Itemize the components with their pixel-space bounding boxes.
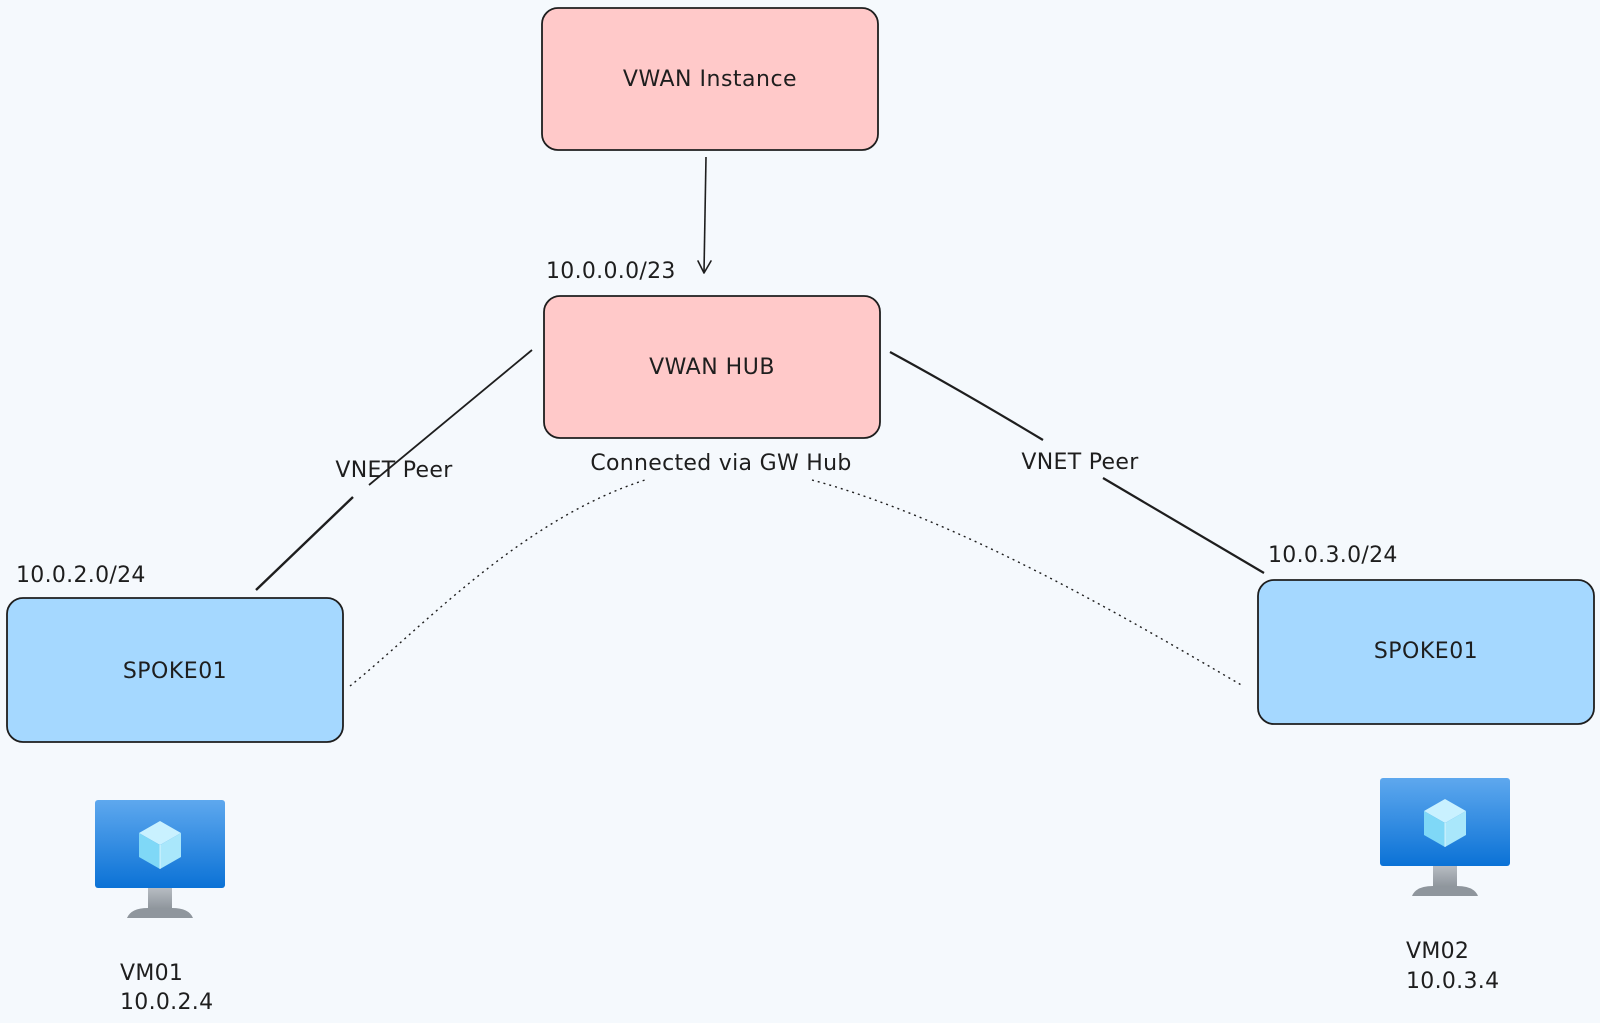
vm01-ip: 10.0.2.4 xyxy=(120,990,213,1015)
spoke-left-node[interactable]: SPOKE01 xyxy=(6,597,344,743)
vm02-name: VM02 xyxy=(1406,939,1469,964)
hub-cidr-label: 10.0.0.0/23 xyxy=(546,259,676,284)
peer-right-label: VNET Peer xyxy=(1021,450,1139,475)
spoke-right-node[interactable]: SPOKE01 xyxy=(1257,579,1595,725)
gw-connection-line xyxy=(349,479,1244,687)
vm02-ip: 10.0.3.4 xyxy=(1406,969,1499,994)
vwan-instance-label: VWAN Instance xyxy=(623,67,797,92)
peer-left-label: VNET Peer xyxy=(335,458,453,483)
peer-left-line xyxy=(255,349,533,591)
vwan-hub-node[interactable]: VWAN HUB xyxy=(543,295,881,439)
vwan-instance-node[interactable]: VWAN Instance xyxy=(541,7,879,151)
spoke-left-label: SPOKE01 xyxy=(123,659,227,684)
gw-connection-label: Connected via GW Hub xyxy=(590,451,851,476)
spoke-right-cidr-label: 10.0.3.0/24 xyxy=(1268,543,1398,568)
vm02-virtual-machine-icon xyxy=(1380,778,1510,896)
vm01-virtual-machine-icon xyxy=(95,800,225,918)
spoke-left-cidr-label: 10.0.2.0/24 xyxy=(16,563,146,588)
spoke-right-label: SPOKE01 xyxy=(1374,639,1478,664)
vwan-hub-label: VWAN HUB xyxy=(649,355,775,380)
peer-right-line xyxy=(889,351,1265,574)
instance-to-hub-arrow xyxy=(697,156,712,274)
vm01-name: VM01 xyxy=(120,961,183,986)
